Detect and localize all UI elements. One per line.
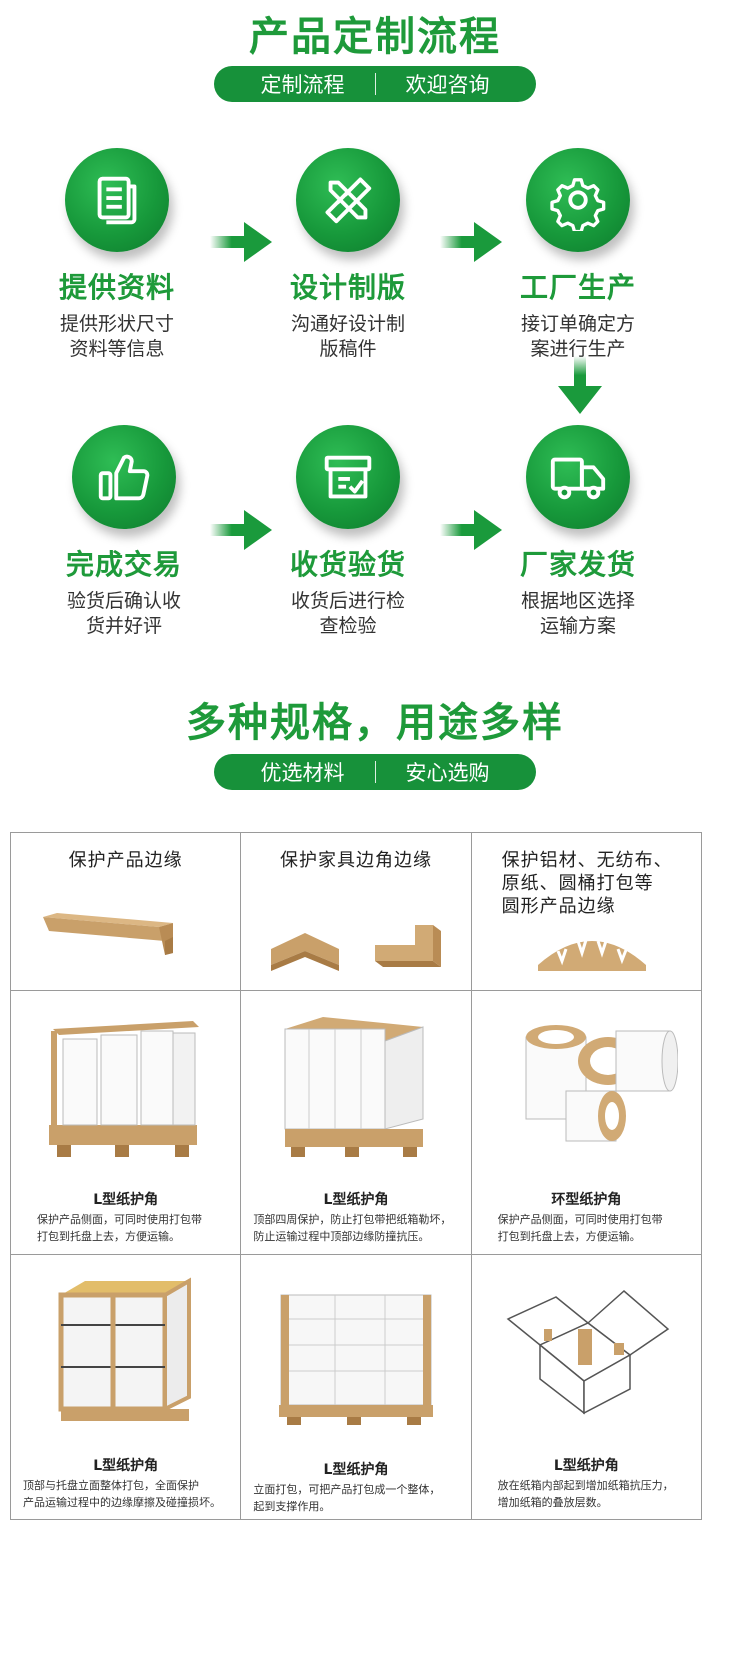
item-desc: 顶部与托盘立面整体打包，全面保护产品运输过程中的边缘摩擦及碰撞损坏。 bbox=[23, 1479, 221, 1509]
step-icon-circle bbox=[65, 148, 169, 252]
item-desc: 保护产品侧面，可同时使用打包带打包到托盘上去，方便运输。 bbox=[37, 1213, 202, 1243]
step-desc: 收货后进行检查检验 bbox=[290, 590, 405, 637]
spec-item-cell: 环型纸护角 保护产品侧面，可同时使用打包带打包到托盘上去，方便运输。 bbox=[470, 990, 703, 1255]
item-title: L型纸护角 bbox=[323, 1192, 389, 1208]
arrow-down-icon bbox=[558, 356, 602, 414]
spec-item-cell: L型纸护角 立面打包，可把产品打包成一个整体，起到支撑作用。 bbox=[240, 1254, 472, 1520]
thumbs-up-icon bbox=[98, 454, 150, 501]
rolls-ring-protector-image bbox=[525, 1025, 678, 1142]
arrow-right-icon bbox=[440, 222, 502, 262]
pallet-box-image bbox=[284, 1017, 424, 1157]
step-design: 设计制版 沟通好设计制版稿件 bbox=[248, 148, 448, 362]
step-ship: 厂家发货 根据地区选择运输方案 bbox=[478, 425, 678, 639]
step-title: 提供资料 bbox=[58, 271, 175, 304]
arrow-right-icon bbox=[210, 510, 272, 550]
step-icon-circle bbox=[526, 148, 630, 252]
spec-header-text: 保护家具边角边缘 bbox=[279, 850, 432, 871]
step-icon-circle bbox=[296, 425, 400, 529]
step-title: 工厂生产 bbox=[519, 271, 636, 304]
step-receive-inspect: 收货验货 收货后进行检查检验 bbox=[248, 425, 448, 639]
spec-grid: 保护产品边缘 保护家具边角边缘 保护铝材、无纺布、 原纸、圆桶打包等 bbox=[9, 832, 703, 1520]
spec-header-cell: 保护铝材、无纺布、 原纸、圆桶打包等 圆形产品边缘 bbox=[470, 832, 703, 991]
pallet-stack-image bbox=[279, 1294, 434, 1425]
step-title: 收货验货 bbox=[289, 548, 406, 581]
pill-divider bbox=[374, 73, 376, 95]
specs-pill: 优选材料 安心选购 bbox=[214, 754, 536, 790]
process-title: 产品定制流程 bbox=[249, 14, 501, 60]
step-desc: 验货后确认收货并好评 bbox=[66, 590, 181, 637]
box-check-icon bbox=[324, 455, 372, 499]
spec-item-cell: L型纸护角 顶部与托盘立面整体打包，全面保护产品运输过程中的边缘摩擦及碰撞损坏。 bbox=[9, 1254, 242, 1520]
item-desc: 立面打包，可把产品打包成一个整体，起到支撑作用。 bbox=[253, 1483, 441, 1513]
arrow-right-icon bbox=[210, 222, 272, 262]
item-desc: 保护产品侧面，可同时使用打包带打包到托盘上去，方便运输。 bbox=[497, 1213, 663, 1243]
step-desc: 根据地区选择运输方案 bbox=[520, 590, 635, 637]
step-icon-circle bbox=[526, 425, 630, 529]
furniture-corner-image bbox=[271, 925, 442, 971]
process-pill: 定制流程 欢迎咨询 bbox=[214, 66, 536, 102]
spec-item-cell: L型纸护角 放在纸箱内部起到增加纸箱抗压力，增加纸箱的叠放层数。 bbox=[470, 1254, 703, 1520]
step-factory-production: 工厂生产 接订单确定方案进行生产 bbox=[478, 148, 678, 362]
pallet-rolls-image bbox=[49, 1021, 199, 1157]
item-title: L型纸护角 bbox=[323, 1462, 389, 1478]
spec-header-cell: 保护产品边缘 bbox=[9, 832, 242, 991]
spec-header-text: 保护产品边缘 bbox=[68, 850, 183, 871]
item-title: L型纸护角 bbox=[93, 1458, 159, 1474]
arrow-right-icon bbox=[440, 510, 502, 550]
spec-header-text: 保护铝材、无纺布、 原纸、圆桶打包等 圆形产品边缘 bbox=[501, 850, 673, 917]
item-title: L型纸护角 bbox=[553, 1458, 619, 1474]
gear-icon bbox=[550, 178, 606, 231]
pill-right-label: 安心选购 bbox=[405, 761, 490, 785]
item-title: L型纸护角 bbox=[93, 1192, 159, 1208]
pill-left-label: 优选材料 bbox=[260, 761, 345, 785]
ruler-pencil-icon bbox=[325, 177, 372, 224]
step-icon-circle bbox=[72, 425, 176, 529]
step-title: 设计制版 bbox=[289, 271, 406, 304]
step-complete-deal: 完成交易 验货后确认收货并好评 bbox=[24, 425, 224, 639]
pill-left-label: 定制流程 bbox=[260, 73, 345, 97]
open-carton-image bbox=[506, 1290, 669, 1415]
step-provide-info: 提供资料 提供形状尺寸资料等信息 bbox=[17, 148, 217, 362]
step-title: 厂家发货 bbox=[519, 548, 636, 581]
step-title: 完成交易 bbox=[65, 548, 182, 581]
document-icon bbox=[97, 176, 137, 225]
wrapped-crate-image bbox=[58, 1277, 191, 1421]
spec-item-cell: L型纸护角 顶部四周保护，防止打包带把纸箱勒坏，防止运输过程中顶部边缘防撞抗压。 bbox=[240, 990, 472, 1255]
pill-right-label: 欢迎咨询 bbox=[405, 73, 490, 97]
step-desc: 沟通好设计制版稿件 bbox=[290, 313, 405, 360]
item-title: 环型纸护角 bbox=[551, 1192, 622, 1208]
item-desc: 顶部四周保护，防止打包带把纸箱勒坏，防止运输过程中顶部边缘防撞抗压。 bbox=[253, 1213, 452, 1243]
pill-divider bbox=[374, 761, 376, 783]
l-corner-protector-image bbox=[43, 913, 173, 955]
round-edge-protector-image bbox=[537, 939, 646, 971]
truck-icon bbox=[550, 457, 606, 500]
step-desc: 接订单确定方案进行生产 bbox=[520, 313, 635, 360]
item-desc: 放在纸箱内部起到增加纸箱抗压力，增加纸箱的叠放层数。 bbox=[497, 1479, 674, 1509]
spec-header-cell: 保护家具边角边缘 bbox=[240, 832, 472, 991]
step-desc: 提供形状尺寸资料等信息 bbox=[59, 313, 174, 360]
spec-item-cell: L型纸护角 保护产品侧面，可同时使用打包带打包到托盘上去，方便运输。 bbox=[9, 990, 242, 1255]
step-icon-circle bbox=[296, 148, 400, 252]
specs-title: 多种规格，用途多样 bbox=[186, 700, 564, 746]
